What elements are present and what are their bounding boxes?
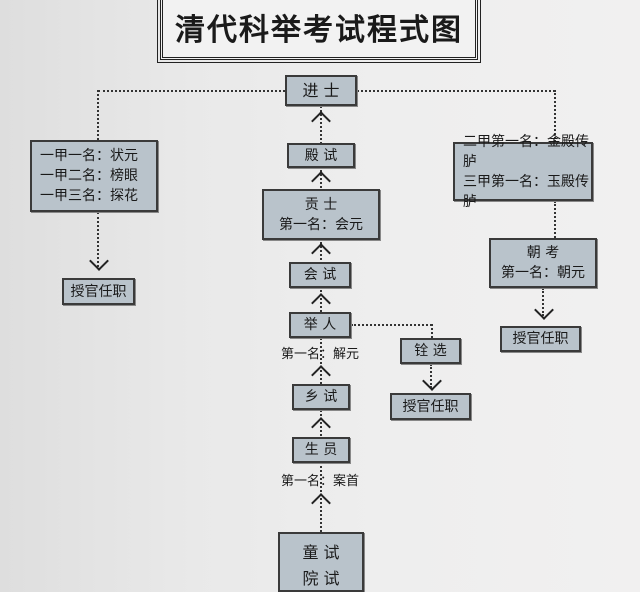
node-first-place: 第一名：会元 xyxy=(279,216,363,233)
node-label: 贡 士 xyxy=(304,196,338,213)
node-huishi: 会 试 xyxy=(289,262,351,288)
connector-right-chaokao xyxy=(554,201,556,238)
arrow-down-icon xyxy=(89,251,109,271)
node-label: 举 人 xyxy=(303,317,337,333)
rank-item: 一甲三名：探花 xyxy=(40,188,138,204)
node-label: 授官任职 xyxy=(402,398,459,415)
arrow-up-icon xyxy=(311,417,331,437)
rank-item: 三甲第一名：玉殿传胪 xyxy=(463,173,589,210)
connector-juren-quanxuan xyxy=(351,324,432,326)
node-tongshi: 童 试 院 试 xyxy=(278,532,364,592)
node-jinshi: 进 士 xyxy=(285,75,357,106)
node-label: 会 试 xyxy=(303,267,337,283)
node-appoint-mid: 授官任职 xyxy=(390,393,471,420)
connector-jinshi-left xyxy=(98,90,285,92)
arrow-down-icon xyxy=(534,300,554,320)
node-chaokao: 朝 考 第一名：朝元 xyxy=(489,238,597,288)
rank-item: 一甲一名：状元 xyxy=(40,148,138,164)
node-label: 授官任职 xyxy=(70,283,127,300)
connector-left-down xyxy=(97,90,99,140)
node-label: 生 员 xyxy=(304,442,338,458)
diagram-title: 清代科举考试程式图 xyxy=(157,0,481,63)
arrow-up-icon xyxy=(311,171,331,191)
node-xiangshi: 乡 试 xyxy=(292,384,350,410)
node-first-place: 第一名：朝元 xyxy=(501,265,585,281)
node-shengyuan: 生 员 xyxy=(292,437,350,463)
connector-quanxuan-down xyxy=(431,324,433,338)
first-class-box: 一甲一名：状元 一甲二名：榜眼 一甲三名：探花 xyxy=(30,140,158,212)
node-juren: 举 人 xyxy=(289,312,351,338)
node-label: 童 试 xyxy=(302,543,340,562)
arrow-up-icon xyxy=(311,243,331,263)
rank-item: 二甲第一名：金殿传胪 xyxy=(463,133,589,170)
arrow-up-icon xyxy=(311,293,331,313)
second-third-class-box: 二甲第一名：金殿传胪 三甲第一名：玉殿传胪 xyxy=(453,134,593,210)
connector-jinshi-right xyxy=(357,90,555,92)
node-sublabel: 院 试 xyxy=(302,569,340,588)
node-gongshi: 贡 士 第一名：会元 xyxy=(262,189,380,240)
node-label: 铨 选 xyxy=(414,343,447,359)
node-quanxuan: 铨 选 xyxy=(400,338,461,364)
connector-quanxuan-appoint xyxy=(430,364,432,388)
connector-chaokao-appoint xyxy=(542,288,544,316)
rank-item: 一甲二名：榜眼 xyxy=(40,168,138,184)
node-label: 朝 考 xyxy=(526,245,560,261)
node-label: 乡 试 xyxy=(304,389,338,405)
arrow-up-icon xyxy=(311,365,331,385)
node-label: 殿 试 xyxy=(304,147,338,164)
node-appoint-left: 授官任职 xyxy=(62,278,135,305)
shengyuan-first-place: 第一名：案首 xyxy=(280,474,359,489)
connector-left-appoint xyxy=(97,212,99,267)
arrow-down-icon xyxy=(422,371,442,391)
node-appoint-right: 授官任职 xyxy=(500,326,581,352)
arrow-up-icon xyxy=(311,111,331,131)
juren-first-place: 第一名：解元 xyxy=(280,347,359,362)
node-label: 进 士 xyxy=(302,80,340,100)
node-label: 授官任职 xyxy=(512,331,569,347)
arrow-up-icon xyxy=(311,493,331,513)
node-dianshi: 殿 试 xyxy=(287,143,355,168)
connector-right-down xyxy=(554,90,556,142)
